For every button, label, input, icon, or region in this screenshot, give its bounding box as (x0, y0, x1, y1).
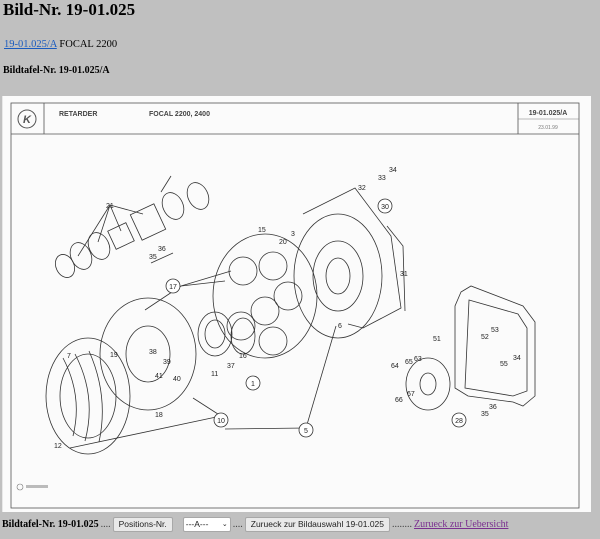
svg-text:41: 41 (155, 373, 163, 380)
svg-text:52: 52 (481, 334, 489, 341)
svg-text:66: 66 (395, 397, 403, 404)
svg-text:39: 39 (163, 359, 171, 366)
svg-text:35: 35 (149, 254, 157, 261)
svg-text:12: 12 (54, 443, 62, 450)
svg-text:15: 15 (258, 227, 266, 234)
svg-text:64: 64 (391, 363, 399, 370)
chevron-down-icon: ⌄ (221, 521, 228, 528)
svg-text:6: 6 (338, 323, 342, 330)
separator-dots: .... (232, 518, 243, 530)
callout-labels: 21 36 35 15 20 3 32 33 34 31 6 7 19 38 3… (54, 167, 521, 450)
separator-dots: ........ (392, 518, 413, 530)
parts-drawing: K RETARDER FOCAL 2200, 2400 19-01.025/A … (2, 96, 591, 512)
back-to-picture-selection-button[interactable]: Zurueck zur Bildauswahl 19-01.025 (244, 516, 391, 532)
tafel-label: Bildtafel-Nr. 19-01.025/A (3, 65, 110, 76)
svg-text:36: 36 (158, 246, 166, 253)
svg-text:18: 18 (155, 412, 163, 419)
variant-link[interactable]: 19-01.025/A (4, 39, 57, 50)
variant-description: FOCAL 2200 (56, 39, 118, 50)
page-title: Bild-Nr. 19-01.025 (3, 0, 136, 19)
svg-text:32: 32 (358, 185, 366, 192)
svg-text:36: 36 (489, 404, 497, 411)
kaessbohrer-logo-icon: K (17, 109, 37, 129)
svg-text:16: 16 (239, 353, 247, 360)
svg-text:FOCAL 2200, 2400: FOCAL 2200, 2400 (149, 111, 210, 118)
back-to-overview-link[interactable]: Zurueck zur Uebersicht (414, 518, 509, 530)
subtitle-line: 19-01.025/A FOCAL 2200 (4, 39, 117, 50)
svg-text:37: 37 (227, 363, 235, 370)
variant-select-value: ---A--- (185, 519, 209, 529)
svg-text:17: 17 (169, 284, 177, 291)
svg-text:RETARDER: RETARDER (59, 111, 97, 118)
svg-text:23.01.99: 23.01.99 (538, 125, 558, 131)
svg-text:19: 19 (110, 352, 118, 359)
svg-text:5: 5 (304, 428, 308, 435)
svg-text:55: 55 (500, 361, 508, 368)
svg-text:67: 67 (407, 391, 415, 398)
svg-text:11: 11 (211, 371, 218, 378)
svg-text:63: 63 (414, 356, 422, 363)
separator-dots: .... (100, 518, 111, 530)
svg-text:33: 33 (378, 175, 386, 182)
svg-text:40: 40 (173, 376, 181, 383)
svg-text:K: K (23, 114, 32, 126)
svg-text:21: 21 (106, 203, 114, 210)
svg-text:20: 20 (279, 239, 287, 246)
bottom-toolbar: Bildtafel-Nr. 19-01.025 .... Positions-N… (0, 513, 600, 535)
svg-text:1: 1 (251, 381, 255, 388)
variant-select[interactable]: ---A--- ⌄ (182, 516, 231, 532)
svg-text:34: 34 (389, 167, 397, 174)
svg-text:38: 38 (149, 349, 157, 356)
svg-text:3: 3 (291, 231, 295, 238)
svg-text:35: 35 (481, 411, 489, 418)
svg-text:53: 53 (491, 327, 499, 334)
svg-text:7: 7 (67, 353, 71, 360)
svg-text:10: 10 (217, 418, 225, 425)
svg-text:51: 51 (433, 336, 441, 343)
svg-text:30: 30 (381, 204, 389, 211)
svg-text:31: 31 (400, 271, 408, 278)
svg-text:28: 28 (455, 418, 463, 425)
svg-text:34: 34 (513, 355, 521, 362)
positions-button[interactable]: Positions-Nr. (112, 516, 173, 532)
svg-text:65: 65 (405, 359, 413, 366)
toolbar-label: Bildtafel-Nr. 19-01.025 (2, 518, 99, 530)
svg-text:19-01.025/A: 19-01.025/A (529, 110, 568, 117)
